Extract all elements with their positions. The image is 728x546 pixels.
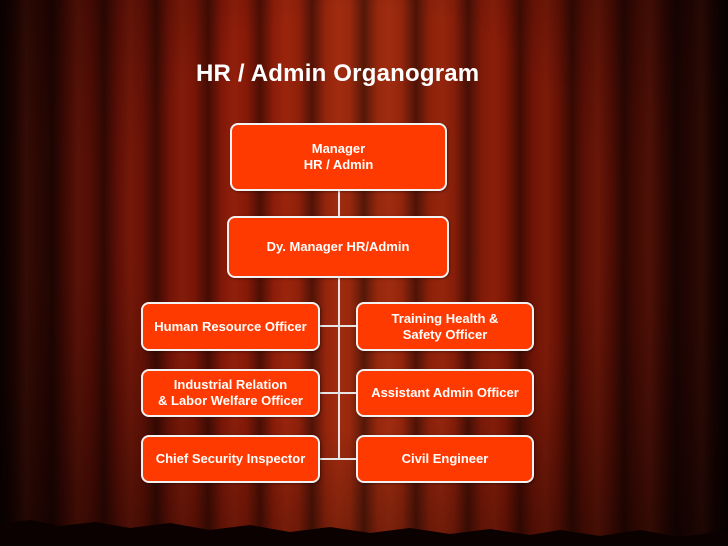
- connector-branch-row3-right: [340, 458, 358, 460]
- node-civil-engineer: Civil Engineer: [356, 435, 534, 483]
- node-chief-security: Chief Security Inspector: [141, 435, 320, 483]
- connector-branch-row1-left: [320, 325, 338, 327]
- connector-branch-row2-left: [320, 392, 338, 394]
- node-manager: Manager HR / Admin: [230, 123, 447, 191]
- curtain-bottom-edge: [0, 520, 728, 546]
- connector-branch-row3-left: [320, 458, 338, 460]
- connector-branch-row2-right: [340, 392, 358, 394]
- page-title: HR / Admin Organogram: [196, 60, 480, 87]
- node-industrial-relation: Industrial Relation & Labor Welfare Offi…: [141, 369, 320, 417]
- connector-manager-dy: [338, 191, 340, 216]
- connector-trunk: [338, 278, 340, 460]
- node-hr-officer: Human Resource Officer: [141, 302, 320, 351]
- connector-branch-row1-right: [340, 325, 358, 327]
- node-training-officer: Training Health & Safety Officer: [356, 302, 534, 351]
- node-assistant-admin: Assistant Admin Officer: [356, 369, 534, 417]
- node-dy-manager: Dy. Manager HR/Admin: [227, 216, 449, 278]
